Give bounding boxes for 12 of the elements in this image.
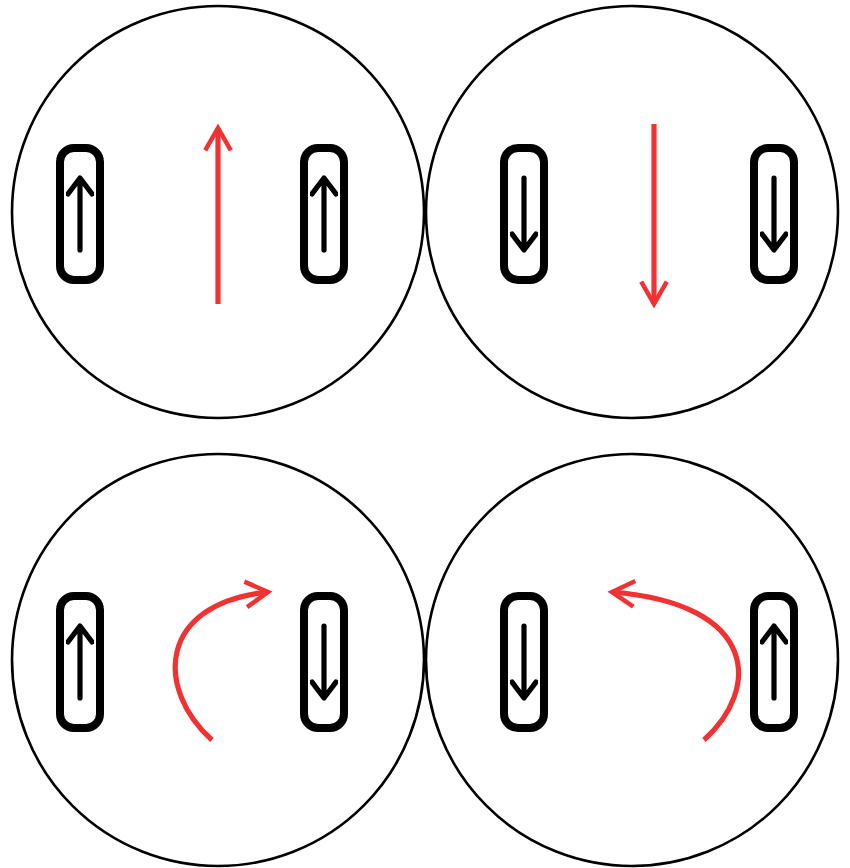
circle-outline xyxy=(10,452,426,868)
capsule-box xyxy=(56,144,104,284)
capsule-box xyxy=(500,144,548,284)
capsule-box xyxy=(300,144,348,284)
capsule-box xyxy=(500,592,548,732)
circle-outline xyxy=(10,4,426,420)
capsule-box xyxy=(750,144,798,284)
capsule-box xyxy=(56,592,104,732)
capsule-box xyxy=(750,592,798,732)
capsule-box xyxy=(300,592,348,732)
circle-outline xyxy=(424,452,840,868)
circle-outline xyxy=(424,4,840,420)
